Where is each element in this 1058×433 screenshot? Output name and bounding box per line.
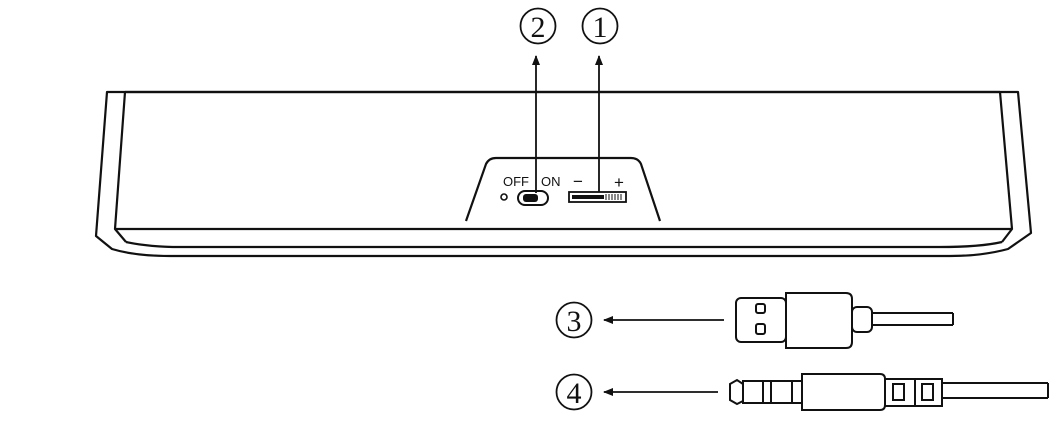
power-switch[interactable] — [517, 190, 549, 206]
minus-label: − — [573, 172, 583, 191]
on-label: ON — [541, 174, 561, 189]
control-panel: OFF ON − + — [464, 156, 662, 222]
callout-2: 2 — [519, 7, 557, 193]
off-label: OFF — [503, 174, 529, 189]
volume-slider[interactable] — [568, 191, 627, 203]
callout-4-number: 4 — [567, 377, 582, 410]
callout-3-number: 3 — [567, 305, 582, 338]
audio-jack-cable-icon — [729, 373, 1049, 411]
usb-cable-icon — [735, 292, 954, 349]
soundbar-body — [94, 90, 1033, 258]
callout-4: 4 — [555, 373, 718, 411]
callout-1: 1 — [581, 7, 619, 192]
plus-label: + — [614, 173, 624, 192]
led-indicator — [500, 193, 508, 201]
callout-2-number: 2 — [531, 11, 546, 44]
callout-1-number: 1 — [593, 11, 608, 44]
callout-3: 3 — [555, 301, 724, 339]
